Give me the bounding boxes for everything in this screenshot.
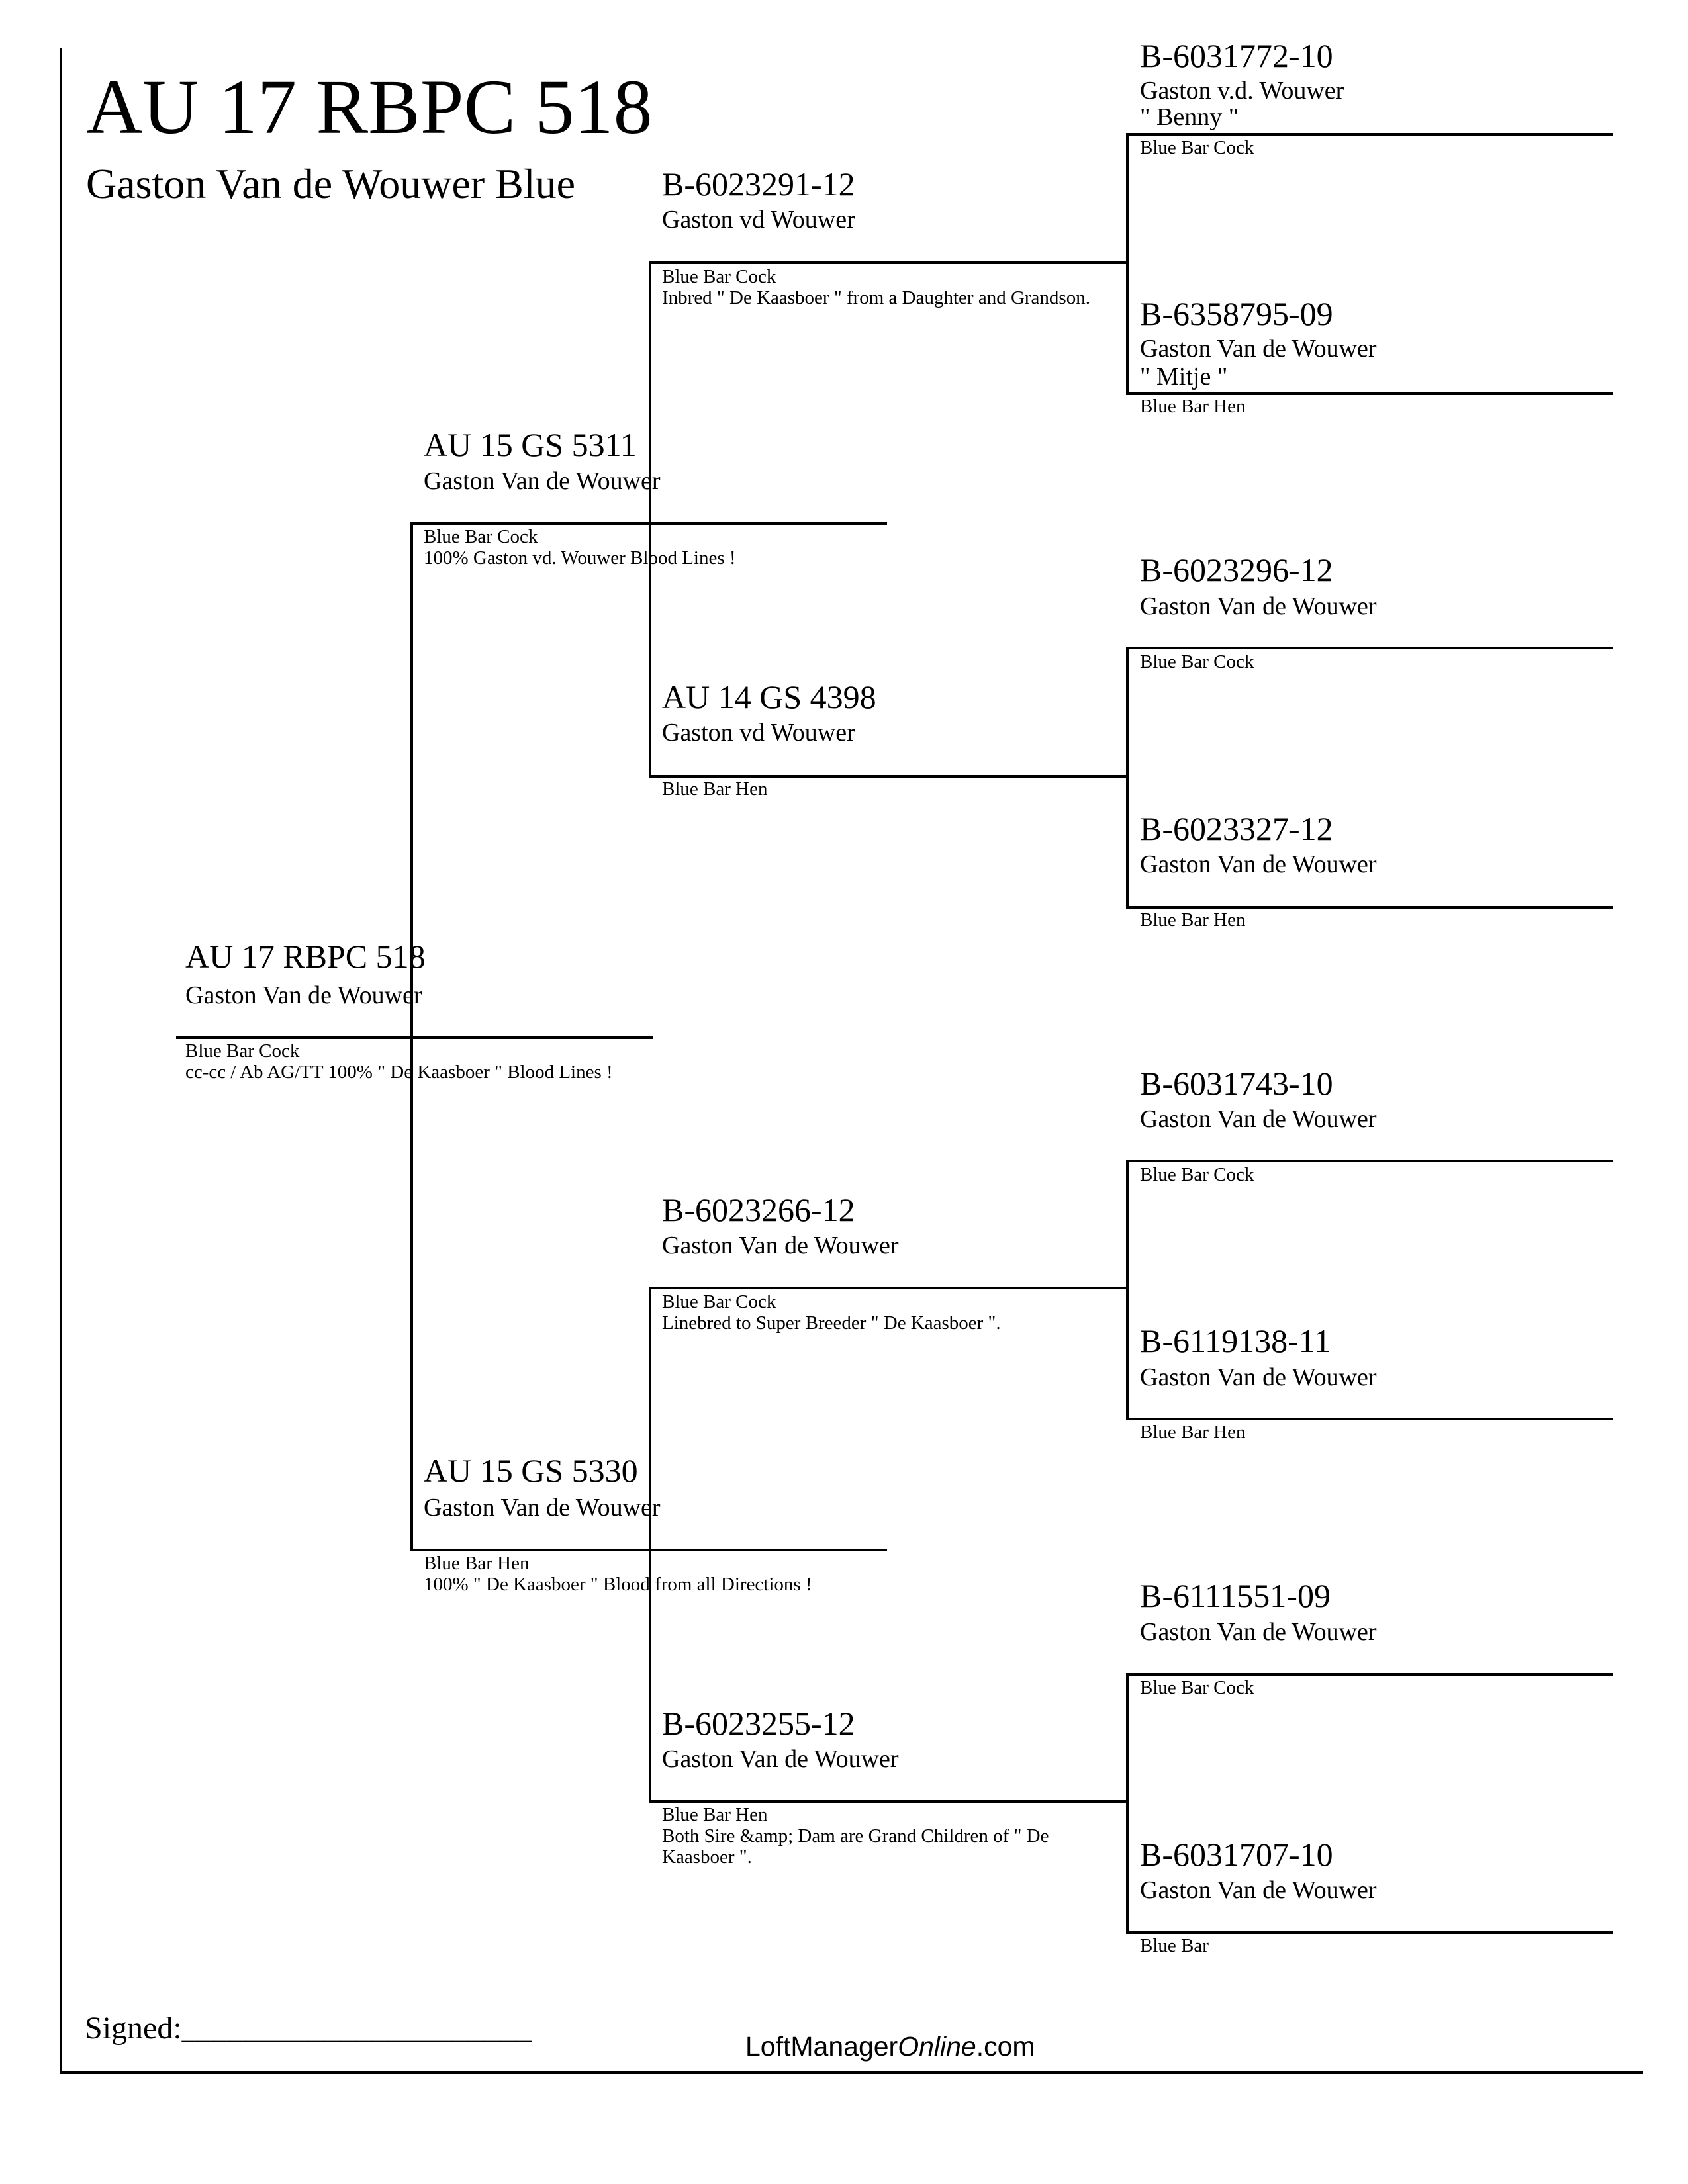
website-footer: LoftManagerOnline.com (745, 2031, 1035, 2062)
dam-ring: AU 15 GS 5330 (424, 1452, 638, 1489)
gen3-ring: B-6031772-10 (1140, 37, 1333, 74)
sire-dam-breeder: Gaston vd Wouwer (662, 719, 855, 747)
subject-breeder: Gaston Van de Wouwer (185, 981, 422, 1009)
gen3-bar-3 (1126, 647, 1613, 649)
sire-comment: 100% Gaston vd. Wouwer Blood Lines ! (424, 547, 736, 569)
gen3-ring: B-6031743-10 (1140, 1065, 1333, 1102)
gen3-breeder: Gaston Van de Wouwer (1140, 1876, 1377, 1904)
subject-bar (176, 1036, 653, 1039)
sire-sire-breeder: Gaston vd Wouwer (662, 206, 855, 234)
dam-sire-comment: Linebred to Super Breeder " De Kaasboer … (662, 1312, 1001, 1334)
gen3-breeder: Gaston Van de Wouwer (1140, 850, 1377, 878)
dam-color: Blue Bar Hen (424, 1553, 530, 1574)
gen3-ring: B-6023327-12 (1140, 810, 1333, 847)
dam-comment: 100% " De Kaasboer " Blood from all Dire… (424, 1574, 812, 1595)
gen3-color: Blue Bar Cock (1140, 137, 1254, 158)
gen3-color: Blue Bar Hen (1140, 1422, 1246, 1443)
gen3-breeder: Gaston Van de Wouwer (1140, 592, 1377, 620)
dam-dam-color: Blue Bar Hen (662, 1804, 768, 1825)
signature-line: Signed:______________________ (85, 2011, 532, 2046)
gen3-bar-2 (1126, 392, 1613, 395)
gen3-ring: B-6023296-12 (1140, 551, 1333, 588)
gen3-bar-6 (1126, 1418, 1613, 1420)
gen3-breeder: Gaston v.d. Wouwer (1140, 77, 1344, 105)
page-subtitle: Gaston Van de Wouwer Blue (86, 160, 576, 207)
dam-dam-bar (649, 1800, 1129, 1803)
sire-sire-color: Blue Bar Cock (662, 266, 776, 287)
gen3-pair-2-vertical (1126, 648, 1129, 907)
website-suffix: .com (976, 2031, 1035, 2062)
gen3-bar-4 (1126, 906, 1613, 909)
gen3-ring: B-6031707-10 (1140, 1836, 1333, 1873)
sire-color: Blue Bar Cock (424, 526, 538, 547)
sire-sire-bar (649, 261, 1129, 264)
gen3-color: Blue Bar Hen (1140, 909, 1246, 931)
dam-sire-breeder: Gaston Van de Wouwer (662, 1232, 899, 1259)
gen3-bar-1 (1126, 133, 1613, 136)
sire-sire-ring: B-6023291-12 (662, 165, 855, 203)
gen3-breeder: Gaston Van de Wouwer (1140, 1363, 1377, 1391)
gen3-breeder: Gaston Van de Wouwer (1140, 335, 1377, 363)
dam-sire-color: Blue Bar Cock (662, 1291, 776, 1312)
dam-dam-comment: Both Sire &amp; Dam are Grand Children o… (662, 1825, 1049, 1868)
gen3-breeder: Gaston Van de Wouwer (1140, 1618, 1377, 1646)
sire-dam-ring: AU 14 GS 4398 (662, 678, 876, 715)
website-italic: Online (898, 2031, 976, 2062)
gen3-ring: B-6119138-11 (1140, 1322, 1331, 1359)
sire-breeder: Gaston Van de Wouwer (424, 467, 661, 495)
subject-color: Blue Bar Cock (185, 1040, 300, 1062)
page-title: AU 17 RBPC 518 (86, 64, 653, 150)
gen3-pair-3-vertical (1126, 1161, 1129, 1419)
gen3-pair-4-vertical (1126, 1674, 1129, 1933)
dam-sire-bar (649, 1287, 1129, 1289)
dam-dam-ring: B-6023255-12 (662, 1705, 855, 1742)
sire-dam-bar (649, 775, 1129, 778)
dam-sire-ring: B-6023266-12 (662, 1191, 855, 1228)
gen3-pair-1-vertical (1126, 134, 1129, 394)
sire-sire-comment: Inbred " De Kaasboer " from a Daughter a… (662, 287, 1090, 308)
gen3-pigeon-name: " Mitje " (1140, 363, 1228, 390)
sire-dam-color: Blue Bar Hen (662, 778, 768, 799)
sire-ring: AU 15 GS 5311 (424, 426, 637, 463)
gen3-color: Blue Bar Cock (1140, 1677, 1254, 1698)
gen3-ring: B-6358795-09 (1140, 295, 1333, 332)
website-prefix: LoftManager (745, 2031, 898, 2062)
gen3-ring: B-6111551-09 (1140, 1577, 1331, 1614)
gen3-bar-5 (1126, 1160, 1613, 1162)
dam-parents-vertical (649, 1288, 651, 1801)
dam-dam-breeder: Gaston Van de Wouwer (662, 1745, 899, 1773)
gen3-color: Blue Bar (1140, 1935, 1209, 1956)
page-left-border (60, 48, 62, 2073)
subject-ring: AU 17 RBPC 518 (185, 938, 426, 975)
gen3-color: Blue Bar Hen (1140, 396, 1246, 417)
gen3-color: Blue Bar Cock (1140, 651, 1254, 672)
subject-comment: cc-cc / Ab AG/TT 100% " De Kaasboer " Bl… (185, 1062, 613, 1083)
page-bottom-border (60, 2071, 1643, 2074)
sire-dam-vertical (410, 523, 413, 1550)
dam-breeder: Gaston Van de Wouwer (424, 1494, 661, 1522)
gen3-bar-8 (1126, 1931, 1613, 1934)
gen3-bar-7 (1126, 1673, 1613, 1676)
gen3-pigeon-name: " Benny " (1140, 103, 1239, 131)
gen3-breeder: Gaston Van de Wouwer (1140, 1105, 1377, 1133)
gen3-color: Blue Bar Cock (1140, 1164, 1254, 1185)
sire-parents-vertical (649, 263, 651, 776)
